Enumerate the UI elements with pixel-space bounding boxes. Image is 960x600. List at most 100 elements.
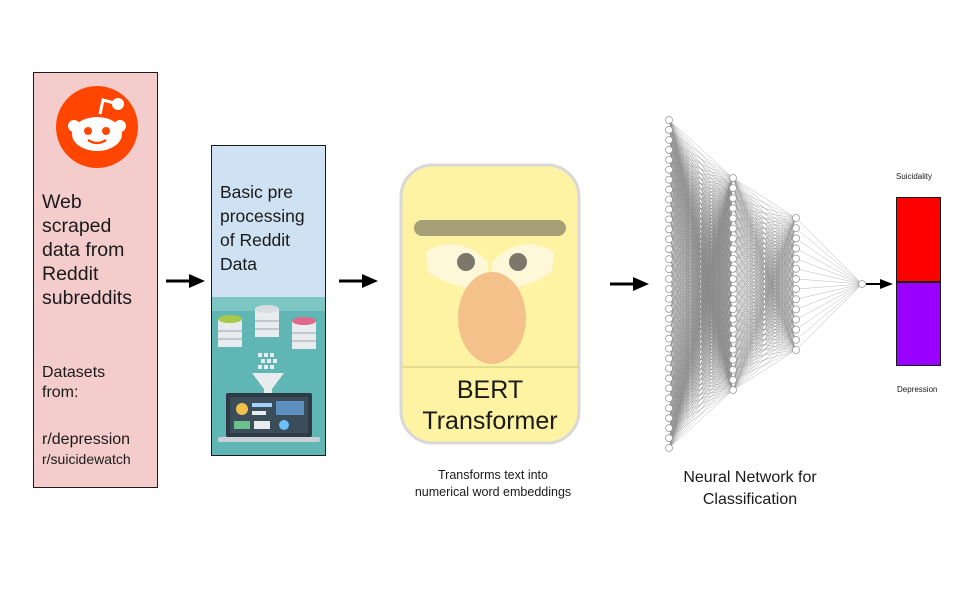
- nn-caption-line: Classification: [702, 491, 798, 508]
- network-edge: [732, 309, 797, 391]
- network-edge: [668, 177, 734, 429]
- network-node: [665, 116, 673, 124]
- network-node: [729, 184, 737, 192]
- network-node: [665, 404, 673, 413]
- network-edge: [668, 177, 734, 439]
- datasets-line: from:: [42, 384, 79, 401]
- network-edge: [732, 208, 797, 219]
- network-edge: [732, 187, 797, 219]
- network-node: [665, 444, 673, 452]
- network-edge: [732, 329, 797, 391]
- network-edge: [668, 177, 734, 309]
- network-edge: [668, 177, 734, 399]
- network-edge: [668, 319, 734, 449]
- network-node: [665, 175, 673, 184]
- output-bar-depression: [896, 282, 941, 366]
- laptop-icon: [218, 393, 320, 442]
- network-edge: [668, 177, 734, 319]
- network-node: [729, 214, 737, 223]
- network-node: [665, 126, 673, 134]
- network-edge: [668, 177, 734, 329]
- network-edge: [732, 177, 797, 219]
- database-funnel-laptop-icon: [212, 297, 325, 455]
- network-node: [729, 264, 737, 273]
- network-node: [858, 280, 866, 288]
- network-node: [729, 194, 737, 203]
- bert-label: BERT Transformer: [405, 375, 575, 437]
- network-edge: [795, 278, 863, 285]
- network-edge: [668, 208, 734, 449]
- network-node: [665, 265, 673, 273]
- network-edge: [795, 283, 863, 300]
- network-node: [729, 204, 737, 213]
- network-edge: [668, 159, 734, 179]
- network-edge: [668, 119, 734, 179]
- network-node: [729, 295, 737, 304]
- network-edge: [668, 389, 734, 449]
- network-edge: [732, 299, 797, 391]
- network-node: [665, 235, 673, 244]
- network-edge: [795, 283, 863, 330]
- arrow-icon: [610, 277, 649, 291]
- network-edge: [668, 177, 734, 339]
- network-node: [729, 325, 737, 334]
- bert-label-line: BERT: [456, 376, 524, 404]
- network-edge: [668, 177, 734, 409]
- network-node: [729, 275, 737, 283]
- output-label-depression: Depression: [897, 385, 938, 394]
- network-node: [665, 145, 673, 154]
- bert-caption-line: Transforms text into: [438, 468, 548, 482]
- network-edge: [732, 319, 797, 391]
- network-edge: [732, 217, 797, 300]
- preprocessing-title-line: processing: [220, 206, 305, 226]
- bert-label-line: Transformer: [422, 407, 558, 435]
- network-edge: [668, 198, 734, 449]
- network-edge: [732, 217, 797, 269]
- reddit-title-line: scraped: [42, 215, 112, 237]
- network-edge: [668, 149, 734, 179]
- network-edge: [732, 217, 797, 290]
- subreddit-depression: r/depression: [42, 431, 131, 448]
- network-edge: [668, 139, 734, 179]
- network-edge: [668, 177, 734, 369]
- database-icon: [255, 305, 279, 337]
- network-edge: [732, 217, 797, 350]
- network-edge: [668, 177, 734, 220]
- network-node: [792, 214, 800, 222]
- network-edge: [668, 309, 734, 449]
- network-edge: [795, 248, 863, 285]
- datasets-label: Datasets from:: [42, 363, 157, 403]
- network-node: [665, 185, 673, 194]
- network-node: [665, 215, 673, 224]
- network-edge: [732, 217, 797, 229]
- network-node: [792, 244, 800, 253]
- preprocessing-title-line: Data: [220, 254, 257, 274]
- network-edge: [732, 217, 797, 259]
- network-edge: [668, 177, 734, 200]
- network-node: [665, 155, 673, 164]
- network-node: [729, 224, 737, 233]
- network-edge: [668, 177, 734, 250]
- network-node: [665, 304, 673, 313]
- network-edge: [732, 217, 797, 391]
- network-edge: [732, 268, 797, 391]
- network-edge: [668, 177, 734, 240]
- network-node: [792, 275, 800, 283]
- network-node: [665, 314, 673, 323]
- reddit-title-line: Reddit: [42, 263, 99, 285]
- bert-face-icon: [399, 163, 581, 445]
- network-edge: [668, 359, 734, 449]
- network-edge: [732, 217, 797, 310]
- network-node: [665, 364, 673, 373]
- network-node: [665, 295, 673, 303]
- neural-network-diagram: [665, 116, 866, 452]
- preprocessing-title-line: Basic pre: [220, 182, 293, 202]
- network-edge: [668, 177, 734, 299]
- network-edge: [668, 218, 734, 449]
- nn-caption-line: Neural Network for: [683, 469, 817, 486]
- network-edge: [668, 299, 734, 449]
- network-node: [665, 225, 673, 234]
- network-node: [665, 135, 673, 144]
- network-edge: [732, 288, 797, 391]
- network-edge: [668, 379, 734, 449]
